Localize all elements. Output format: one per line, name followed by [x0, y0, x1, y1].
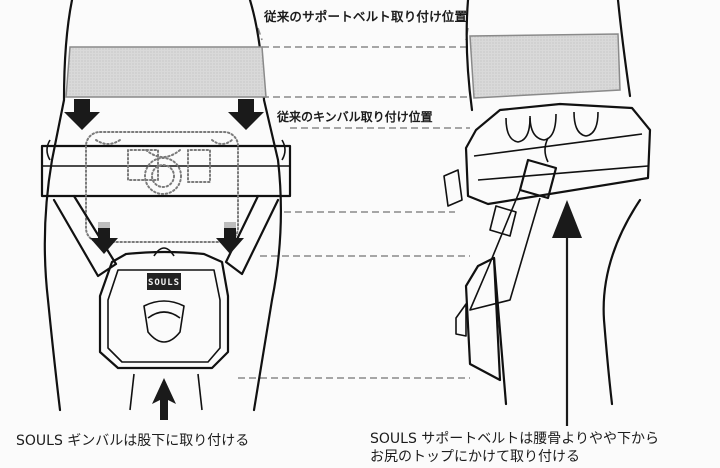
souls-logo-badge	[147, 273, 181, 290]
strap-right	[224, 194, 280, 276]
guide-lines	[238, 27, 470, 379]
side-strap-adjuster	[489, 205, 517, 237]
arrow-down-icon	[64, 99, 100, 130]
side-caption: SOULS サポートベルトは腰骨よりやや下から お尻のトップにかけて取り付ける	[370, 430, 659, 466]
conventional-belt-band	[65, 46, 267, 98]
conventional-belt-position-label: 従来のサポートベルト取り付け位置	[264, 9, 468, 24]
gimbal-cup-inner	[151, 164, 175, 188]
arrow-up-icon	[152, 378, 176, 420]
gimbal-top-curve	[145, 149, 181, 158]
arrow-down-icon	[228, 99, 264, 130]
arrow-down-icon	[216, 228, 244, 254]
conventional-gimbal-outline	[85, 131, 239, 243]
front-caption: SOULS ギンバルは股下に取り付ける	[16, 433, 250, 449]
side-waist-belt	[464, 102, 652, 206]
side-strap-clip	[518, 158, 558, 200]
strap-left	[52, 194, 118, 278]
gimbal-detail-left	[95, 139, 121, 145]
belt-loop-2	[529, 113, 557, 141]
arrow-down-icon	[90, 228, 118, 254]
side-gimbal-cup	[455, 303, 467, 337]
front-torso-left-outline	[43, 0, 74, 412]
arrow-stub-right	[224, 222, 236, 228]
conventional-gimbal-position-label: 従来のキンバル取り付け位置	[276, 108, 434, 125]
side-front-outline-upper	[616, 0, 632, 98]
side-view	[443, 0, 652, 426]
gimbal-cup-outer	[144, 157, 182, 195]
side-caption-line-1: SOULS サポートベルトは腰骨よりやや下から	[370, 431, 660, 447]
belt-loop-3	[573, 111, 599, 137]
side-strap-hook	[544, 137, 549, 163]
gimbal-plate-inner	[107, 269, 221, 363]
side-buttock-outline	[602, 198, 642, 406]
side-back-outline-upper	[465, 0, 474, 112]
side-belt-line-lower	[477, 165, 649, 181]
belt-loop-1	[505, 117, 531, 143]
side-belt-line	[473, 133, 643, 157]
gimbal-cup	[143, 300, 185, 343]
side-strap	[469, 189, 541, 311]
leader-line-left	[257, 27, 263, 41]
gimbal-top-loop	[153, 247, 175, 257]
gimbal-buckle-left	[127, 149, 159, 181]
front-leg-right	[197, 373, 203, 411]
belt-clip-left	[46, 139, 51, 161]
side-gimbal-plate	[464, 256, 502, 382]
gimbal-buckle-right	[187, 149, 211, 183]
souls-logo-text: SOULS	[148, 278, 180, 288]
souls-waist-belt	[40, 144, 292, 198]
front-view: SOULS	[40, 0, 292, 420]
gimbal-cup-rim	[147, 311, 181, 319]
side-conventional-belt	[469, 33, 621, 99]
souls-gimbal-plate	[98, 250, 230, 370]
side-belt-buckle	[443, 169, 463, 207]
arrow-up-icon	[552, 200, 582, 238]
front-leg-left	[129, 373, 135, 411]
side-caption-line-2: お尻のトップにかけて取り付ける	[370, 449, 580, 465]
belt-clip-right	[281, 139, 286, 161]
gimbal-detail-right	[211, 139, 233, 145]
arrow-stub-left	[98, 222, 110, 228]
side-leg-front	[492, 256, 508, 406]
